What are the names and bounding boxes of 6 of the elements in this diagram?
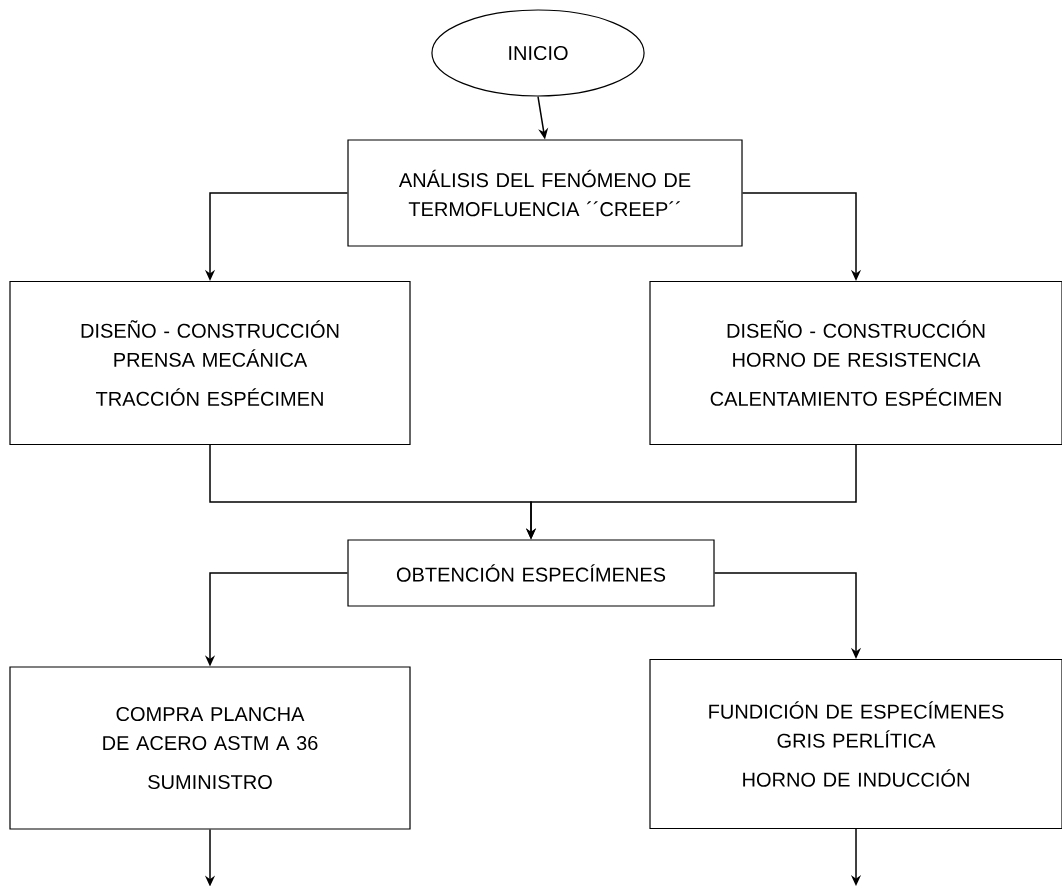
process-box: DISEÑO - CONSTRUCCIÓN HORNO DE RESISTENCIA CALENTAMIENTO ESPÉCIMEN bbox=[649, 280, 1062, 446]
process-box: FUNDICIÓN DE ESPECÍMENES GRIS PERLÍTICA HORNO DE INDUCCIÓN bbox=[649, 658, 1062, 830]
process-box: COMPRA PLANCHA DE ACERO ASTM A 36 SUMINISTRO bbox=[9, 666, 411, 830]
process-box: OBTENCIÓN ESPECÍMENES bbox=[347, 539, 715, 607]
process-box: ANÁLISIS DEL FENÓMENO DE TERMOFLUENCIA ´´CREEP´´ bbox=[347, 139, 743, 247]
process-box: DISEÑO - CONSTRUCCIÓN PRENSA MECÁNICA TRACCIÓN ESPÉCIMEN bbox=[9, 280, 411, 446]
